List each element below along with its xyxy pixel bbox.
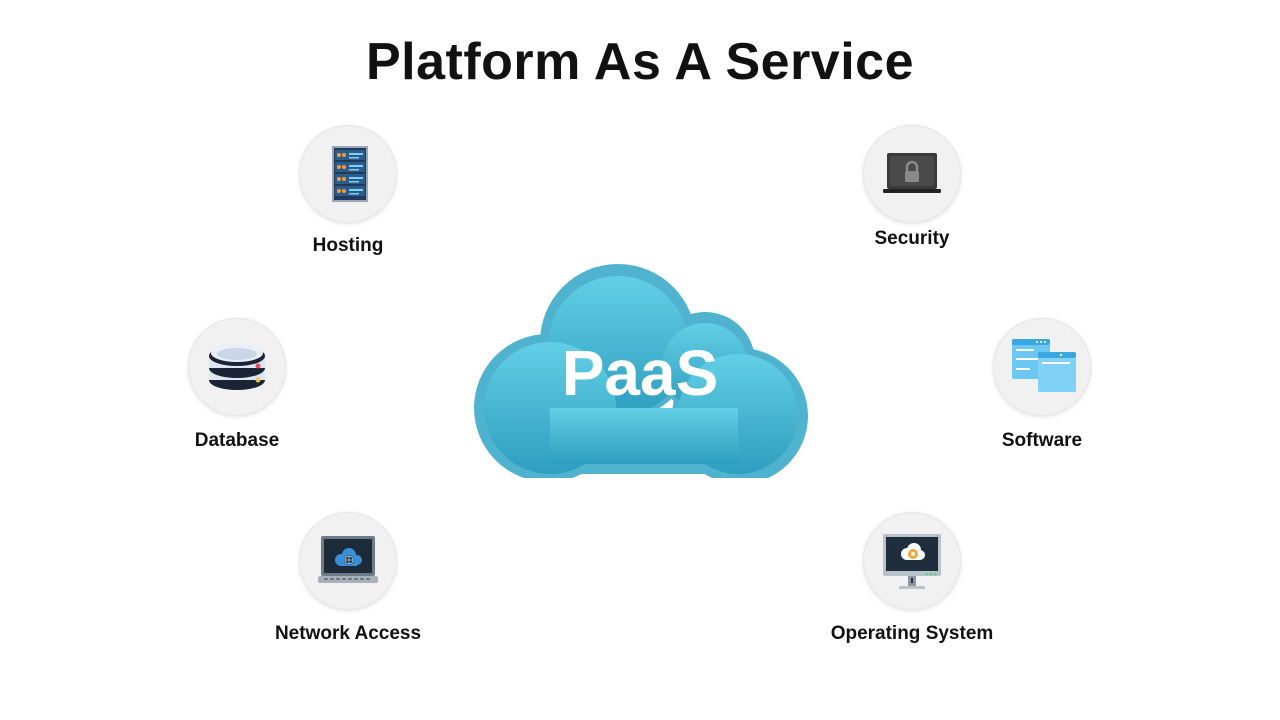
cloud-icon [474,264,808,478]
hosting-label: Hosting [312,235,384,256]
security-label: Security [874,228,950,249]
network-access-label: Network Access [274,623,422,644]
laptop-lock-icon [883,153,941,193]
network-access-icon-circle [299,512,397,610]
database-label: Database [194,430,280,451]
laptop-globe-icon [318,536,378,583]
database-icon-circle [188,318,286,416]
page-title: Platform As A Service [365,33,915,91]
operating-system-icon-circle [863,512,961,610]
software-label: Software [1001,430,1083,451]
browser-windows-icon [1012,339,1076,392]
cloud-label: PaaS [561,337,719,409]
security-icon-circle [863,125,961,223]
hosting-icon-circle [299,125,397,223]
operating-system-label: Operating System [830,623,994,644]
software-icon-circle [993,318,1091,416]
database-icon [209,344,265,390]
monitor-gear-icon [883,534,941,589]
server-rack-icon [332,146,368,202]
